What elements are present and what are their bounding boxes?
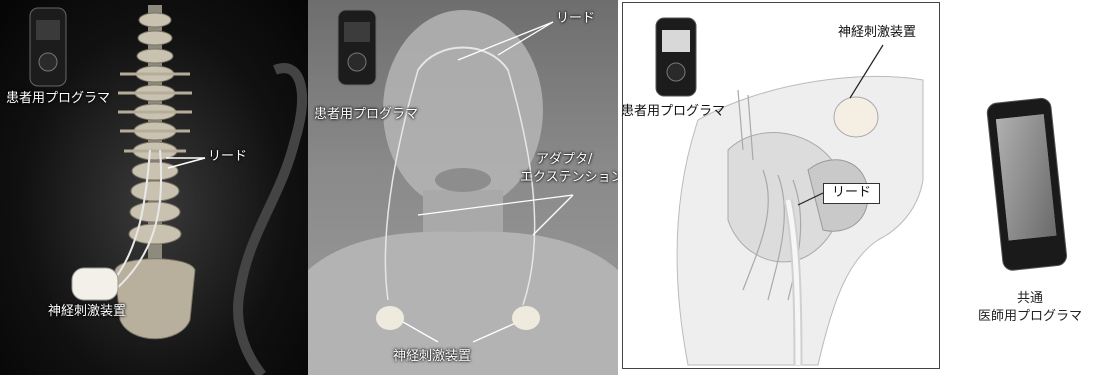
patient-programmer-label: 患者用プログラマ [314, 108, 418, 123]
patient-programmer-label: 患者用プログラマ [6, 92, 110, 107]
patient-programmer-label: 患者用プログラマ [621, 105, 725, 120]
lead-label: リード [208, 150, 247, 165]
spine-panel: 患者用プログラマ リード 神経刺激装置 [0, 0, 308, 375]
physician-caption-line1: 共通 [975, 290, 1085, 308]
pelvis-panel: 患者用プログラマ 神経刺激装置 リード [618, 0, 943, 375]
lead-label: リード [556, 12, 595, 27]
physician-caption-line2: 医師用プログラマ [975, 308, 1085, 326]
patient-programmer-device [656, 18, 696, 96]
stimulator-device [512, 306, 540, 330]
stimulator-label: 神経刺激装置 [393, 350, 471, 365]
head-illustration [308, 0, 618, 375]
head-panel: 患者用プログラマ リード アダプタ/ エクステンション 神経刺激装置 [308, 0, 618, 375]
spine-illustration [0, 0, 308, 375]
cable-shape [238, 68, 302, 375]
lead-label: リード [823, 183, 880, 204]
adapter-label-line2: エクステンション [520, 171, 618, 186]
lead-leader-line [168, 158, 205, 168]
stimulator-label: 神経刺激装置 [838, 26, 916, 41]
patient-programmer-device [338, 10, 376, 85]
adapter-label-line1: アダプタ/ [536, 153, 592, 168]
vertebral-column [115, 5, 195, 339]
stimulator-label: 神経刺激装置 [48, 305, 126, 320]
pelvis-illustration [618, 0, 943, 375]
adapter-leader-line [533, 195, 573, 235]
stimulator-device [834, 97, 878, 137]
stimulator-device [72, 268, 118, 300]
stimulator-device [376, 306, 404, 330]
physician-programmer-device [986, 97, 1067, 271]
physician-programmer-caption: 共通 医師用プログラマ [975, 290, 1085, 325]
patient-programmer-device [30, 8, 66, 86]
